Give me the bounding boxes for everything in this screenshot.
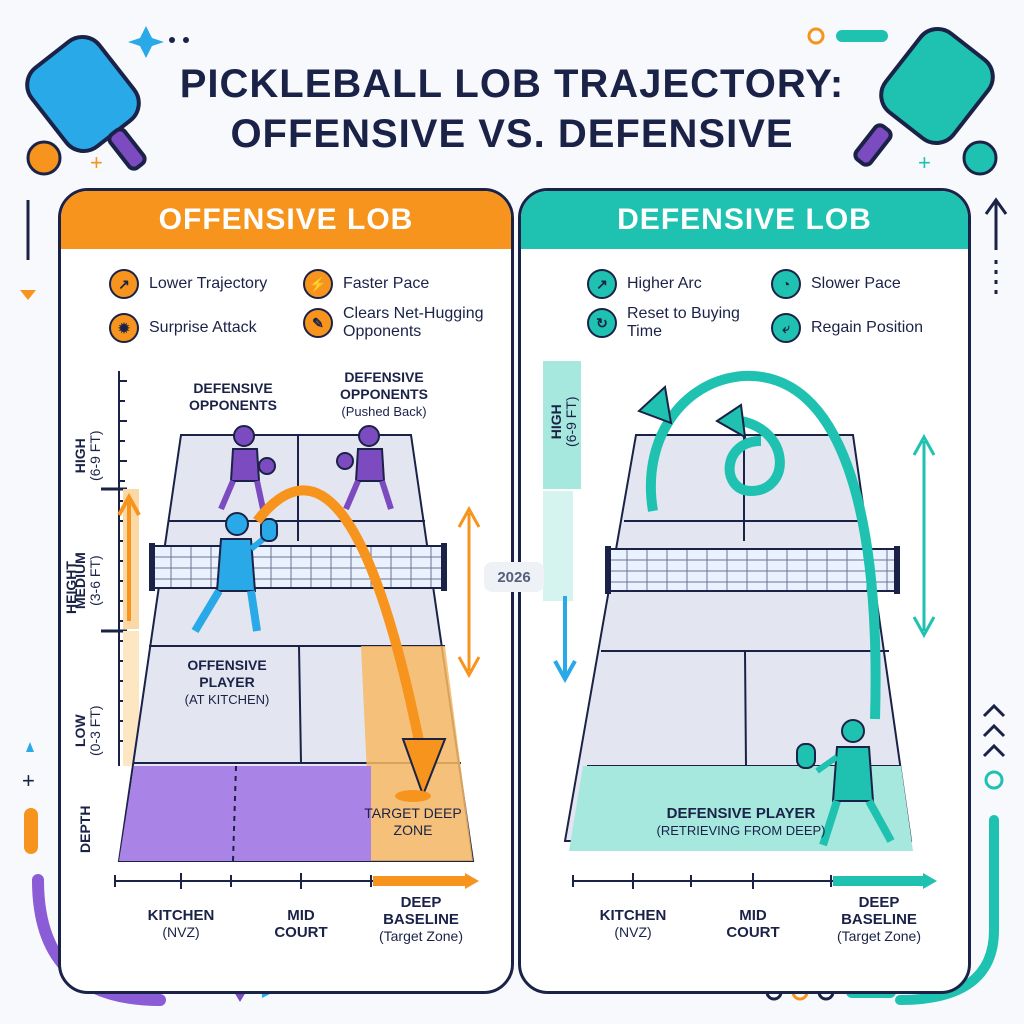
defensive-player-figure <box>796 719 895 847</box>
paddle-right-icon <box>853 27 995 167</box>
offensive-panel: OFFENSIVE LOB ↗Lower Trajectory ⚡Faster … <box>58 188 514 994</box>
depth-axis-title: DEPTH <box>77 805 93 853</box>
feather-icon: ✎ <box>303 308 333 338</box>
arrow-up-icon <box>984 197 1008 250</box>
defensive-opponent-figure <box>336 425 394 511</box>
defensive-player-label: DEFENSIVE PLAYER(RETRIEVING FROM DEEP) <box>656 805 826 838</box>
height-medium-label: MEDIUM(3-6 FT) <box>72 552 103 609</box>
defensive-opponent-figure <box>218 425 276 511</box>
defensive-opponents-label: DEFENSIVE OPPONENTS <box>189 380 277 413</box>
feature-higher-arc: ↗Higher Arc <box>587 269 702 299</box>
target-deep-zone-label: TARGET DEEP ZONE <box>364 805 462 838</box>
reset-icon: ↻ <box>587 308 617 338</box>
height-high-label: HIGH(6-9 FT) <box>548 396 579 447</box>
height-low-label: LOW(0-3 FT) <box>72 705 103 756</box>
offensive-player-figure <box>191 512 278 634</box>
page-title-line2: OFFENSIVE VS. DEFENSIVE <box>230 112 794 156</box>
svg-text:+: + <box>918 150 931 175</box>
defensive-court-diagram <box>543 361 937 889</box>
defensive-lob-trajectory <box>645 370 881 720</box>
feature-faster-pace: ⚡Faster Pace <box>303 269 429 299</box>
lightning-icon: ⚡ <box>303 269 333 299</box>
defensive-heading: DEFENSIVE LOB <box>521 191 968 249</box>
depth-kitchen-label: KITCHEN(NVZ) <box>147 907 215 940</box>
kitchen-zone <box>119 766 371 861</box>
defensive-opponents-label-2: DEFENSIVE OPPONENTS(Pushed Back) <box>340 369 428 419</box>
return-icon: ⤶ <box>771 313 801 343</box>
paddle-left-icon <box>25 35 147 171</box>
depth-kitchen-label: KITCHEN(NVZ) <box>599 907 667 940</box>
ball-right-icon <box>962 140 998 176</box>
offensive-court-diagram <box>101 371 481 889</box>
feature-regain-position: ⤶Regain Position <box>771 313 923 343</box>
svg-text:+: + <box>90 150 103 175</box>
gauge-icon: ◔ <box>771 269 801 299</box>
feature-surprise-attack: ✹Surprise Attack <box>109 313 257 343</box>
net <box>608 548 898 592</box>
burst-icon: ✹ <box>109 313 139 343</box>
net <box>152 545 444 589</box>
offensive-lob-trajectory <box>253 485 426 752</box>
ball-left-icon <box>26 140 62 176</box>
svg-text:+: + <box>22 768 35 793</box>
year-badge: 2026 <box>484 562 544 592</box>
trend-up-icon: ↗ <box>109 269 139 299</box>
feature-lower-trajectory: ↗Lower Trajectory <box>109 269 267 299</box>
arc-arrow-icon: ↗ <box>587 269 617 299</box>
defensive-panel: DEFENSIVE LOB ↗Higher Arc ◔Slower Pace ↻… <box>518 188 971 994</box>
feature-slower-pace: ◔Slower Pace <box>771 269 901 299</box>
offensive-player-label: OFFENSIVE PLAYER(AT KITCHEN) <box>184 657 270 707</box>
sparkle-icon <box>128 26 164 58</box>
offensive-heading: OFFENSIVE LOB <box>61 191 511 249</box>
feature-clears-net: ✎Clears Net-Hugging Opponents <box>303 305 503 341</box>
height-high-label: HIGH(6-9 FT) <box>72 430 103 481</box>
page-title-line1: PICKLEBALL LOB TRAJECTORY: <box>179 62 845 106</box>
feature-reset: ↻Reset to Buying Time <box>587 305 757 341</box>
